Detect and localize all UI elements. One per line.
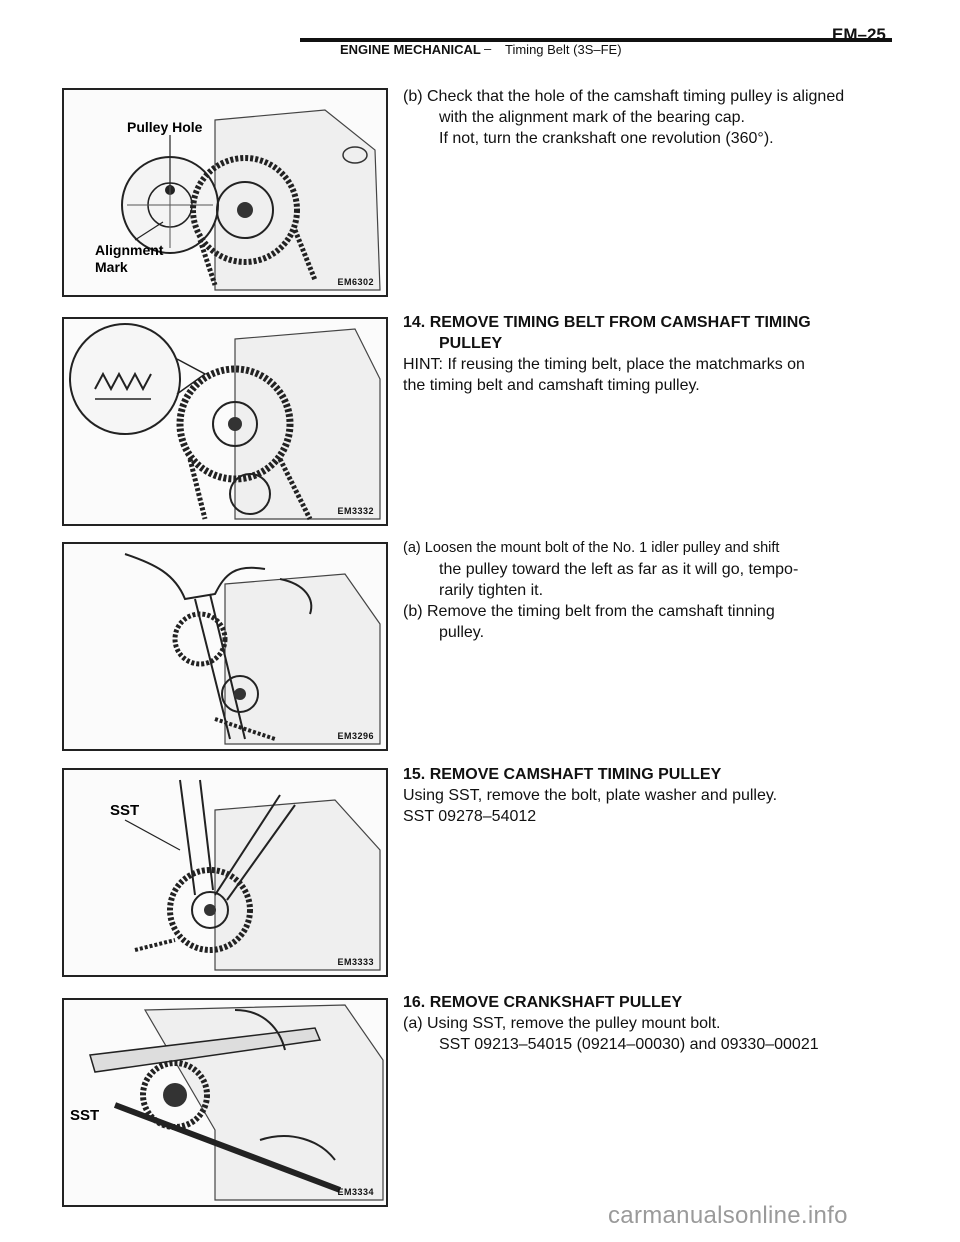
figure-code: EM3333 bbox=[337, 957, 374, 967]
step-15-text: 15. REMOVE CAMSHAFT TIMING PULLEY Using … bbox=[403, 764, 873, 827]
label-sst: SST bbox=[70, 1107, 99, 1124]
label-mark: Mark bbox=[95, 259, 128, 275]
sst-line: SST 09213–54015 (09214–00030) and 09330–… bbox=[439, 1036, 819, 1053]
label-pulley-hole: Pulley Hole bbox=[127, 119, 203, 135]
figure-camshaft-sst: SST EM3333 bbox=[62, 768, 388, 977]
hint-line: HINT: If reusing the timing belt, place … bbox=[403, 356, 805, 373]
figure-crankshaft-sst: SST EM3334 bbox=[62, 998, 388, 1207]
label-alignment: Alignment bbox=[95, 242, 164, 258]
text-line: (a) Loosen the mount bolt of the No. 1 i… bbox=[403, 540, 780, 556]
page-number: EM–25 bbox=[832, 25, 886, 44]
figure-pulley-hole: Pulley Hole Alignment Mark EM6302 bbox=[62, 88, 388, 297]
figure-code: EM3334 bbox=[337, 1187, 374, 1197]
figure-code: EM3296 bbox=[337, 731, 374, 741]
step-heading: 14. REMOVE TIMING BELT FROM CAMSHAFT TIM… bbox=[403, 314, 811, 331]
figure-idler-pulley: EM3296 bbox=[62, 542, 388, 751]
step-16-text: 16. REMOVE CRANKSHAFT PULLEY (a) Using S… bbox=[403, 992, 873, 1055]
label-sst: SST bbox=[110, 802, 139, 819]
figure-matchmarks: EM3332 bbox=[62, 317, 388, 526]
header-rule bbox=[300, 38, 892, 42]
header-separator: – bbox=[484, 41, 492, 56]
step-heading: 16. REMOVE CRANKSHAFT PULLEY bbox=[403, 994, 683, 1011]
figure-pulley-hole-illustration: Pulley Hole Alignment Mark bbox=[95, 109, 381, 291]
step-14ab-text: (a) Loosen the mount bolt of the No. 1 i… bbox=[403, 538, 873, 643]
text-line: If not, turn the crankshaft one revoluti… bbox=[439, 130, 774, 147]
text-line: (b) Check that the hole of the camshaft … bbox=[403, 88, 845, 105]
step-13b-text: (b) Check that the hole of the camshaft … bbox=[403, 86, 873, 149]
header-section-title: ENGINE MECHANICAL bbox=[340, 42, 481, 57]
header-topic: Timing Belt (3S–FE) bbox=[505, 42, 622, 57]
figure-crankshaft-sst-illustration: SST bbox=[70, 1004, 384, 1201]
figure-matchmarks-illustration bbox=[69, 323, 381, 521]
text-line: rarily tighten it. bbox=[439, 582, 544, 599]
hint-line: the timing belt and camshaft timing pull… bbox=[403, 377, 700, 394]
figure-code: EM3332 bbox=[337, 506, 374, 516]
text-line: (b) Remove the timing belt from the cams… bbox=[403, 603, 775, 620]
figure-camshaft-sst-illustration: SST bbox=[110, 779, 381, 971]
text-line: Using SST, remove the bolt, plate washer… bbox=[403, 787, 778, 804]
sst-line: SST 09278–54012 bbox=[403, 808, 537, 825]
text-line: the pulley toward the left as far as it … bbox=[439, 561, 799, 578]
step-14-text: 14. REMOVE TIMING BELT FROM CAMSHAFT TIM… bbox=[403, 312, 873, 396]
step-heading: 15. REMOVE CAMSHAFT TIMING PULLEY bbox=[403, 766, 722, 783]
watermark: carmanualsonline.info bbox=[608, 1202, 848, 1229]
text-line: with the alignment mark of the bearing c… bbox=[439, 109, 745, 126]
figure-idler-pulley-illustration bbox=[124, 553, 381, 745]
step-heading-cont: PULLEY bbox=[439, 335, 503, 352]
figure-code: EM6302 bbox=[337, 277, 374, 287]
text-line: pulley. bbox=[439, 624, 485, 641]
text-line: (a) Using SST, remove the pulley mount b… bbox=[403, 1015, 721, 1032]
